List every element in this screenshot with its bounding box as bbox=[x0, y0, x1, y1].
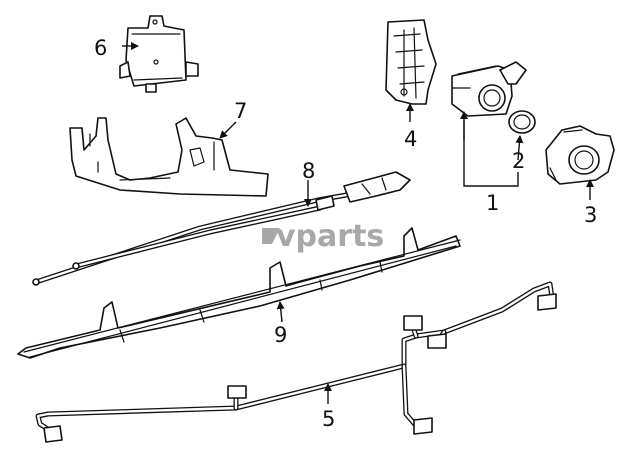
watermark: vparts bbox=[262, 219, 384, 254]
callout-7: 7 bbox=[234, 99, 247, 123]
leader-7 bbox=[219, 121, 237, 139]
callout-8: 8 bbox=[302, 159, 315, 183]
part-8-wire bbox=[32, 171, 411, 286]
callout-3: 3 bbox=[584, 203, 597, 227]
watermark-text: vparts bbox=[276, 219, 384, 254]
leader-9 bbox=[276, 301, 285, 323]
part-2-retainer bbox=[508, 110, 536, 134]
leader-2 bbox=[515, 135, 524, 161]
leader-1-bracket bbox=[463, 120, 519, 187]
part-7-bracket bbox=[69, 117, 269, 197]
callout-2: 2 bbox=[512, 149, 525, 173]
callout-4: 4 bbox=[404, 127, 417, 151]
part-9-rail bbox=[17, 227, 461, 359]
callout-1: 1 bbox=[486, 191, 499, 215]
part-4-sensor-bracket bbox=[385, 19, 437, 105]
callout-9: 9 bbox=[274, 323, 287, 347]
callout-6: 6 bbox=[94, 36, 107, 60]
part-1-sensor bbox=[451, 61, 527, 117]
part-3-sensor-holder bbox=[545, 125, 615, 185]
part-5-harness bbox=[35, 281, 557, 443]
callout-5: 5 bbox=[322, 407, 335, 431]
part-6-control-module bbox=[119, 15, 199, 93]
